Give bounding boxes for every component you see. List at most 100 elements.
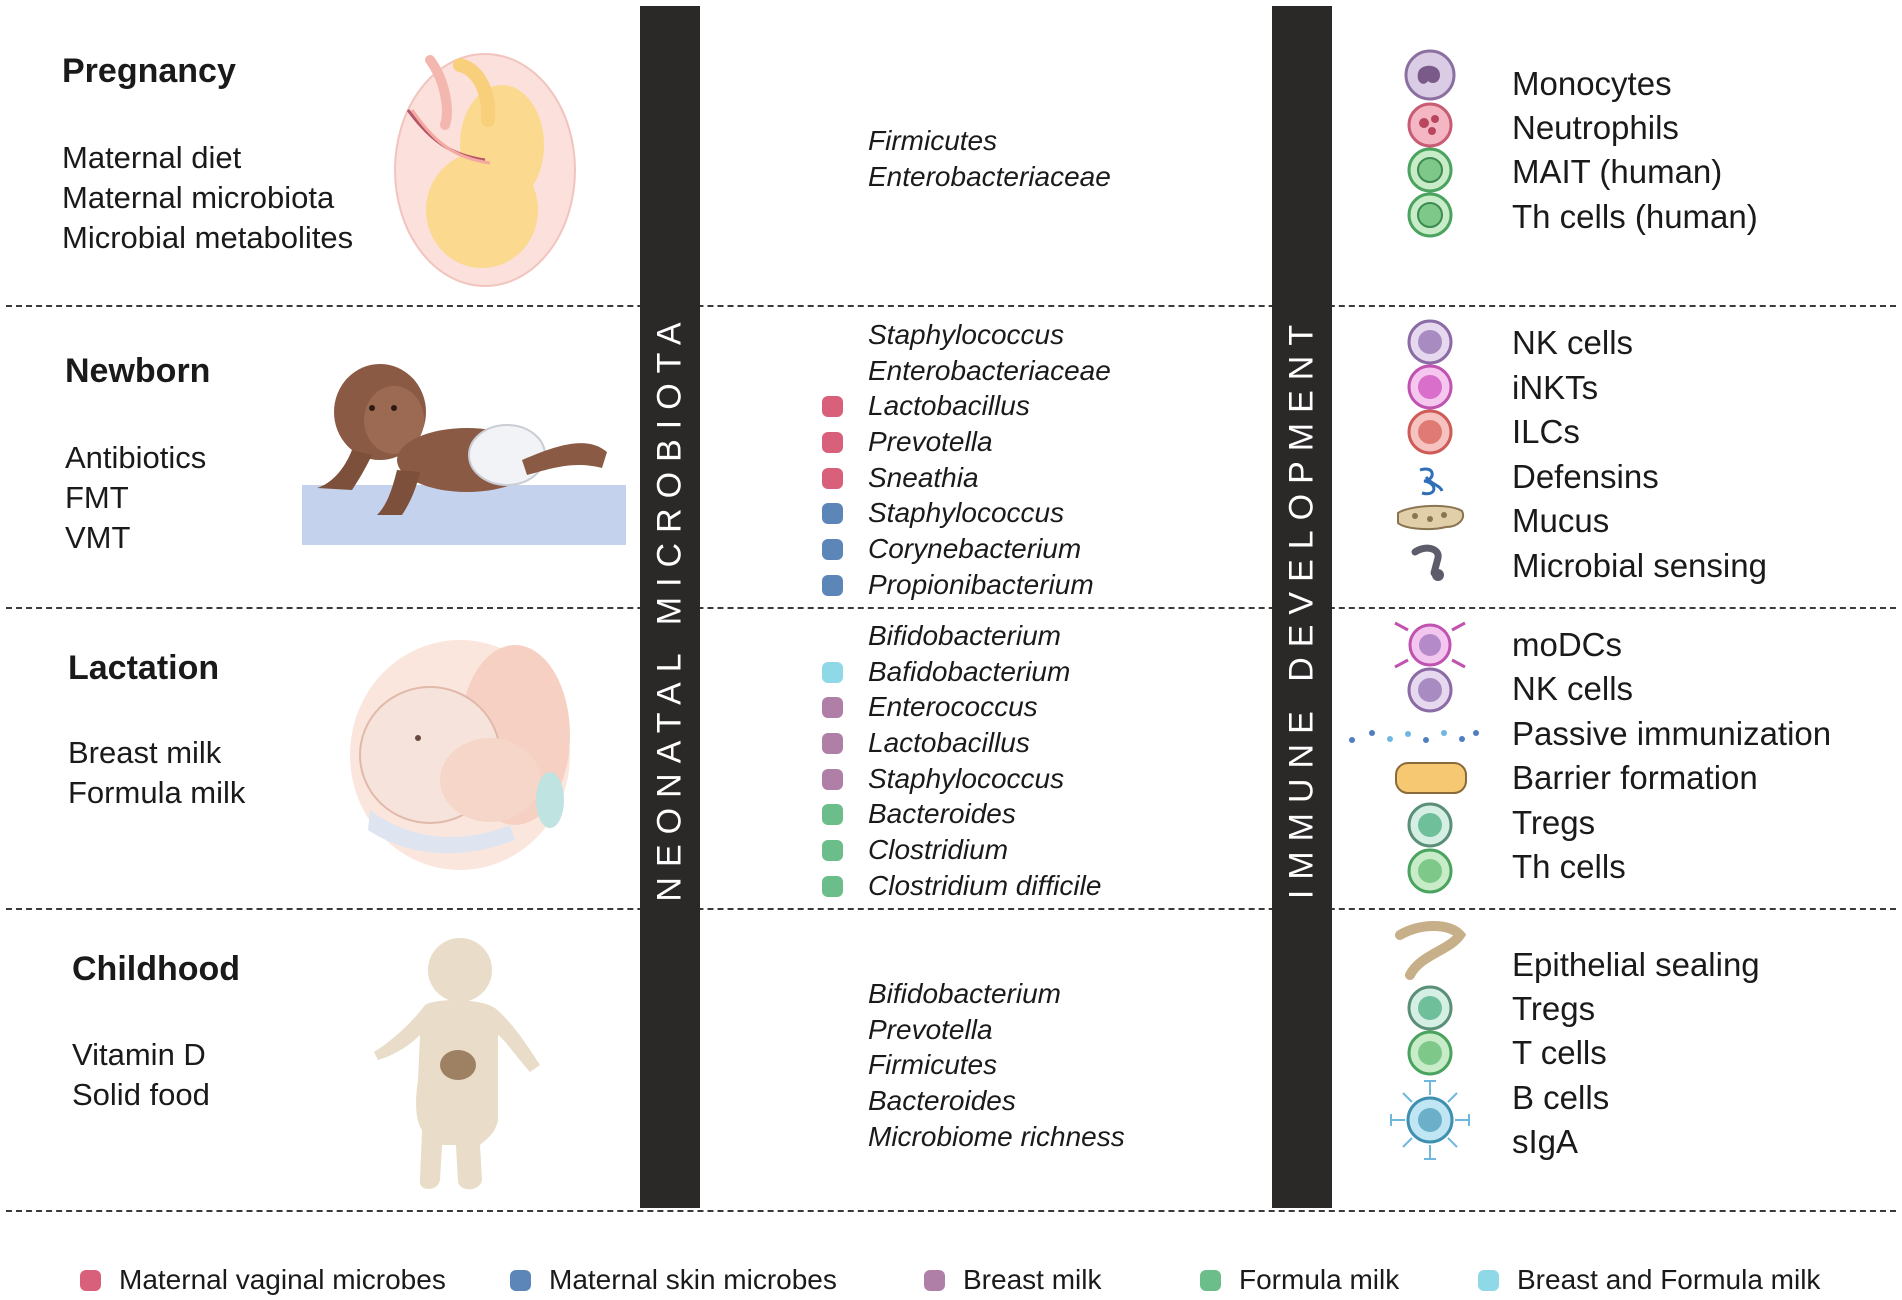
factor-item: Maternal diet bbox=[62, 140, 242, 175]
immune-label: Tregs bbox=[1512, 804, 1596, 841]
immune-development-band: IMMUNE DEVELOPMENT bbox=[1272, 6, 1332, 1208]
immune-label: NK cells bbox=[1512, 670, 1634, 707]
b-cell-icon bbox=[1390, 1080, 1470, 1160]
section-divider bbox=[6, 908, 1896, 910]
immune-label: ILCs bbox=[1512, 413, 1580, 450]
legend-label: Breast milk bbox=[963, 1264, 1102, 1295]
immune-label: iNKTs bbox=[1512, 369, 1599, 406]
vaginal-source-dot bbox=[822, 432, 843, 454]
factor-item: Breast milk bbox=[68, 735, 222, 770]
immune-label: T cells bbox=[1512, 1034, 1607, 1071]
legend-swatch bbox=[924, 1270, 945, 1291]
immune-label: MAIT (human) bbox=[1512, 153, 1723, 190]
factor-item: Formula milk bbox=[68, 775, 246, 810]
immune-label: sIgA bbox=[1512, 1123, 1579, 1160]
nk-cell-icon bbox=[1407, 667, 1453, 713]
immune-label: Microbial sensing bbox=[1512, 547, 1767, 584]
inkt-cell-icon bbox=[1407, 364, 1453, 410]
immune-label: Neutrophils bbox=[1512, 109, 1679, 146]
microbe-name: Propionibacterium bbox=[868, 568, 1094, 600]
mucus-icon bbox=[1397, 504, 1464, 531]
breastfeeding-illustration bbox=[350, 640, 570, 870]
section-divider bbox=[6, 1210, 1896, 1212]
legend-item-breast-milk: Breast milk bbox=[924, 1264, 1101, 1296]
immune-development-label: IMMUNE DEVELOPMENT bbox=[1282, 314, 1321, 900]
section-divider bbox=[6, 305, 1896, 307]
breast-and-formula-source-dot bbox=[822, 661, 843, 683]
th-cell-icon bbox=[1407, 192, 1453, 238]
immune-label: Passive immunization bbox=[1512, 715, 1832, 752]
neonatal-microbiota-band: NEONATAL MICROBIOTA bbox=[640, 6, 700, 1208]
microbe-name: Firmicutes bbox=[868, 125, 998, 156]
microbe-name: Enterobacteriaceae bbox=[868, 354, 1111, 386]
factor-list-newborn: Antibiotics FMT VMT bbox=[65, 438, 206, 558]
treg-cell-icon bbox=[1407, 985, 1453, 1031]
microbe-name: Bifidobacterium bbox=[868, 620, 1061, 651]
microbe-name: Lactobacillus bbox=[868, 727, 1030, 759]
fetus-illustration bbox=[394, 53, 576, 287]
legend-item-skin: Maternal skin microbes bbox=[510, 1264, 837, 1296]
microbe-name: Clostridium bbox=[868, 834, 1009, 866]
factor-item: Solid food bbox=[72, 1077, 210, 1112]
breast-milk-source-dot bbox=[822, 697, 843, 719]
factor-item: Maternal microbiota bbox=[62, 180, 335, 215]
microbe-name: Enterobacteriaceae bbox=[868, 160, 1111, 192]
microbe-name: Microbiome richness bbox=[868, 1120, 1125, 1152]
microbe-name: Prevotella bbox=[868, 426, 993, 458]
immune-label: Defensins bbox=[1512, 458, 1659, 495]
neonatal-microbiota-label: NEONATAL MICROBIOTA bbox=[650, 312, 689, 902]
stage-title-pregnancy: Pregnancy bbox=[62, 52, 236, 90]
legend-item-formula-milk: Formula milk bbox=[1200, 1264, 1399, 1296]
vaginal-source-dot bbox=[822, 396, 843, 418]
legend-swatch bbox=[1200, 1270, 1221, 1291]
stage-title-newborn: Newborn bbox=[65, 352, 211, 390]
factor-list-childhood: Vitamin D Solid food bbox=[72, 1035, 210, 1115]
ilc-cell-icon bbox=[1407, 409, 1453, 455]
skin-source-dot bbox=[822, 539, 843, 561]
defensin-icon bbox=[1419, 467, 1444, 496]
legend-label: Breast and Formula milk bbox=[1517, 1264, 1821, 1295]
factor-item: Microbial metabolites bbox=[62, 220, 354, 255]
legend-swatch bbox=[1478, 1270, 1499, 1291]
immune-label: Monocytes bbox=[1512, 65, 1672, 102]
immune-label: Tregs bbox=[1512, 990, 1596, 1027]
immune-label: moDCs bbox=[1512, 626, 1623, 663]
factor-item: VMT bbox=[65, 520, 131, 555]
child-silhouette bbox=[374, 938, 540, 1190]
nk-cell-icon bbox=[1407, 319, 1453, 365]
microbe-name: Enterococcus bbox=[868, 691, 1038, 723]
immune-label: Th cells (human) bbox=[1512, 198, 1758, 235]
immune-label: Th cells bbox=[1512, 848, 1626, 885]
legend-item-breast-and-formula: Breast and Formula milk bbox=[1478, 1264, 1820, 1296]
factor-list-pregnancy: Maternal diet Maternal microbiota Microb… bbox=[62, 138, 353, 258]
microbe-name: Bafidobacterium bbox=[868, 655, 1071, 687]
t-cell-icon bbox=[1407, 1030, 1453, 1076]
microbe-name: Corynebacterium bbox=[868, 533, 1082, 565]
legend-item-vaginal: Maternal vaginal microbes bbox=[80, 1264, 446, 1296]
skin-source-dot bbox=[822, 574, 843, 596]
microbe-name: Bifidobacterium bbox=[868, 978, 1061, 1009]
particles-icon bbox=[1349, 730, 1479, 743]
legend-label: Maternal skin microbes bbox=[549, 1264, 837, 1295]
vaginal-source-dot bbox=[822, 467, 843, 489]
immune-icons bbox=[1349, 49, 1479, 1160]
factor-item: Vitamin D bbox=[72, 1037, 206, 1072]
microbe-name: Prevotella bbox=[868, 1013, 993, 1045]
stage-title-lactation: Lactation bbox=[68, 649, 220, 687]
epithelium-icon bbox=[1395, 921, 1467, 980]
stage-title-childhood: Childhood bbox=[72, 950, 241, 988]
immune-label: B cells bbox=[1512, 1079, 1610, 1116]
newborn-illustration bbox=[302, 364, 626, 545]
receptor-icon bbox=[1411, 544, 1444, 581]
immune-label: Barrier formation bbox=[1512, 759, 1758, 796]
mait-cell-icon bbox=[1407, 147, 1453, 193]
microbe-name: Sneathia bbox=[868, 461, 979, 493]
legend-label: Maternal vaginal microbes bbox=[119, 1264, 446, 1295]
legend-label: Formula milk bbox=[1239, 1264, 1400, 1295]
breast-milk-source-dot bbox=[822, 733, 843, 755]
microbe-name: Staphylococcus bbox=[868, 319, 1065, 350]
factor-item: Antibiotics bbox=[65, 440, 207, 475]
immune-label: Epithelial sealing bbox=[1512, 946, 1760, 983]
immune-label: Mucus bbox=[1512, 502, 1610, 539]
section-divider bbox=[6, 607, 1896, 609]
